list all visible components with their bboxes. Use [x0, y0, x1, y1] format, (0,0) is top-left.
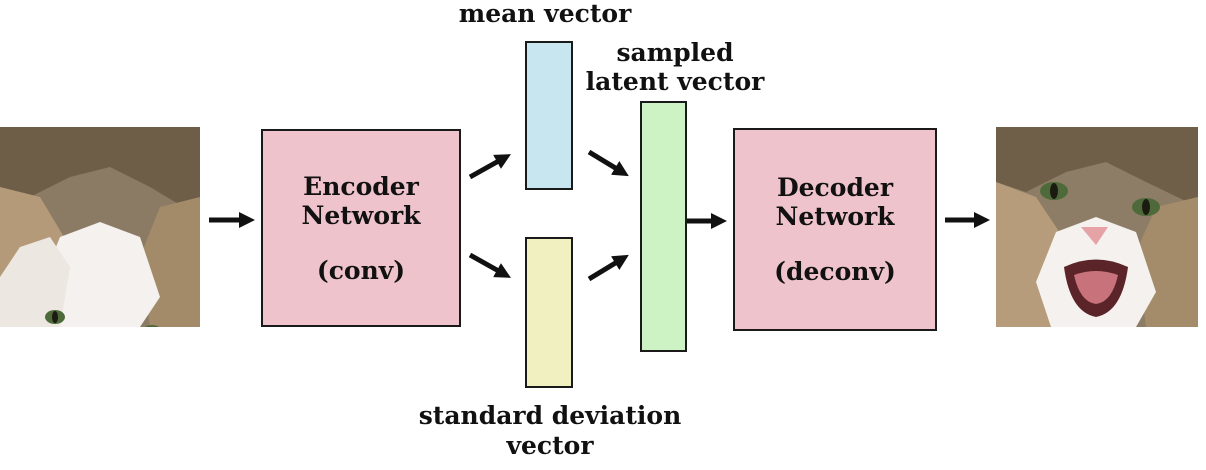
cat-face-graphic: [0, 127, 200, 327]
encoder-subtitle: Network: [301, 200, 421, 230]
arrow-mean-to-latent: [587, 149, 629, 177]
mean-vector-label: mean vector: [458, 0, 632, 28]
sampled-latent-label-line2: latent vector: [585, 67, 765, 96]
input-cat-image: [0, 127, 200, 327]
decoder-subtitle: Network: [775, 202, 895, 231]
std-deviation-vector-block: [525, 237, 573, 388]
sampled-latent-label-line1: sampled: [616, 38, 734, 67]
cat-face-graphic: [996, 127, 1198, 327]
arrow-encoder-to-mean: [468, 154, 511, 180]
encoder-network-block: Encoder Network (conv): [261, 129, 461, 327]
encoder-title: Encoder: [303, 171, 419, 201]
mean-vector-block: [525, 41, 573, 190]
decoder-network-block: Decoder Network (deconv): [733, 128, 937, 331]
arrow-encoder-to-std: [468, 252, 511, 278]
std-deviation-label-line1: standard deviation: [418, 401, 682, 430]
encoder-type: (conv): [316, 255, 406, 285]
sampled-latent-vector-block: [640, 101, 687, 352]
decoder-type: (deconv): [774, 257, 896, 286]
std-deviation-label-line2: vector: [506, 431, 594, 460]
decoder-title: Decoder: [776, 173, 894, 202]
output-cat-image: [996, 127, 1198, 327]
arrow-std-to-latent: [587, 254, 629, 282]
